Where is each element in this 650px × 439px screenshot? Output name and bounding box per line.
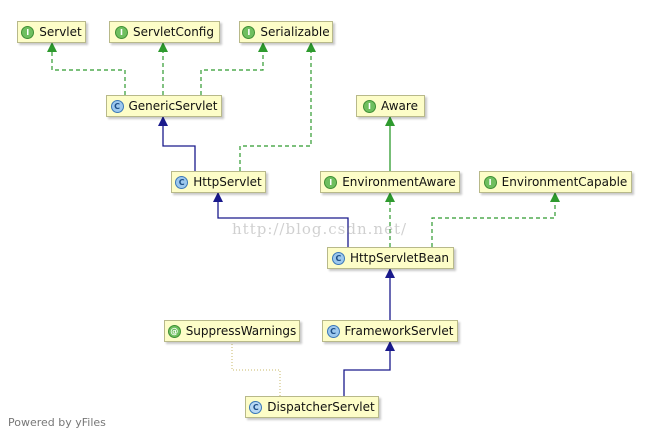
node-environment-aware[interactable]: I EnvironmentAware [320,171,460,193]
class-icon: C [249,400,263,414]
node-servlet[interactable]: I Servlet [17,21,86,43]
node-dispatcher-servlet[interactable]: C DispatcherServlet [245,396,379,418]
abstract-class-icon: C [331,251,345,265]
node-environment-capable[interactable]: I EnvironmentCapable [479,171,632,193]
node-label: Serializable [260,25,330,39]
node-label: EnvironmentCapable [501,175,628,189]
node-label: DispatcherServlet [267,400,375,414]
abstract-class-icon: C [110,99,124,113]
node-label: HttpServlet [193,175,262,189]
node-label: HttpServletBean [349,251,450,265]
edge-annotated-by-dispatcherservlet-to-suppresswarnings [231,342,281,396]
node-http-servlet[interactable]: C HttpServlet [171,171,266,193]
edge-extends-httpservlet-to-genericservlet [158,116,196,171]
interface-icon: I [242,25,256,39]
watermark-text: http://blog.csdn.net/ [232,220,408,238]
node-label: ServletConfig [133,25,214,39]
node-aware[interactable]: I Aware [356,95,425,117]
edge-implements-httpservlet-to-serializable [239,42,316,171]
node-http-servlet-bean[interactable]: C HttpServletBean [327,247,454,269]
interface-icon: I [363,99,377,113]
interface-icon: I [324,175,338,189]
edge-implements-genericservlet-to-serializable [200,42,268,95]
interface-icon: I [115,25,129,39]
node-label: GenericServlet [128,99,218,113]
node-label: SuppressWarnings [185,324,297,338]
node-framework-servlet[interactable]: C FrameworkServlet [322,320,458,342]
node-label: FrameworkServlet [344,324,454,338]
edge-extends-httpservletbean-to-httpservlet [213,192,349,247]
interface-icon: I [483,175,497,189]
edge-extends-dispatcherservlet-to-frameworkservlet [343,341,395,396]
powered-by-footer: Powered by yFiles [8,416,106,429]
edge-implements-httpservletbean-to-environmentcapable [431,192,560,247]
node-serializable[interactable]: I Serializable [239,21,333,43]
node-label: Servlet [39,25,82,39]
node-servlet-config[interactable]: I ServletConfig [109,21,220,43]
node-label: EnvironmentAware [342,175,456,189]
node-suppress-warnings[interactable]: @ SuppressWarnings [164,320,300,342]
abstract-class-icon: C [326,324,340,338]
edge-layer [47,42,560,396]
node-label: Aware [381,99,418,113]
edge-implements-genericservlet-to-servlet [47,42,126,95]
abstract-class-icon: C [175,175,189,189]
node-generic-servlet[interactable]: C GenericServlet [106,95,222,117]
annotation-icon: @ [167,324,181,338]
interface-icon: I [21,25,35,39]
